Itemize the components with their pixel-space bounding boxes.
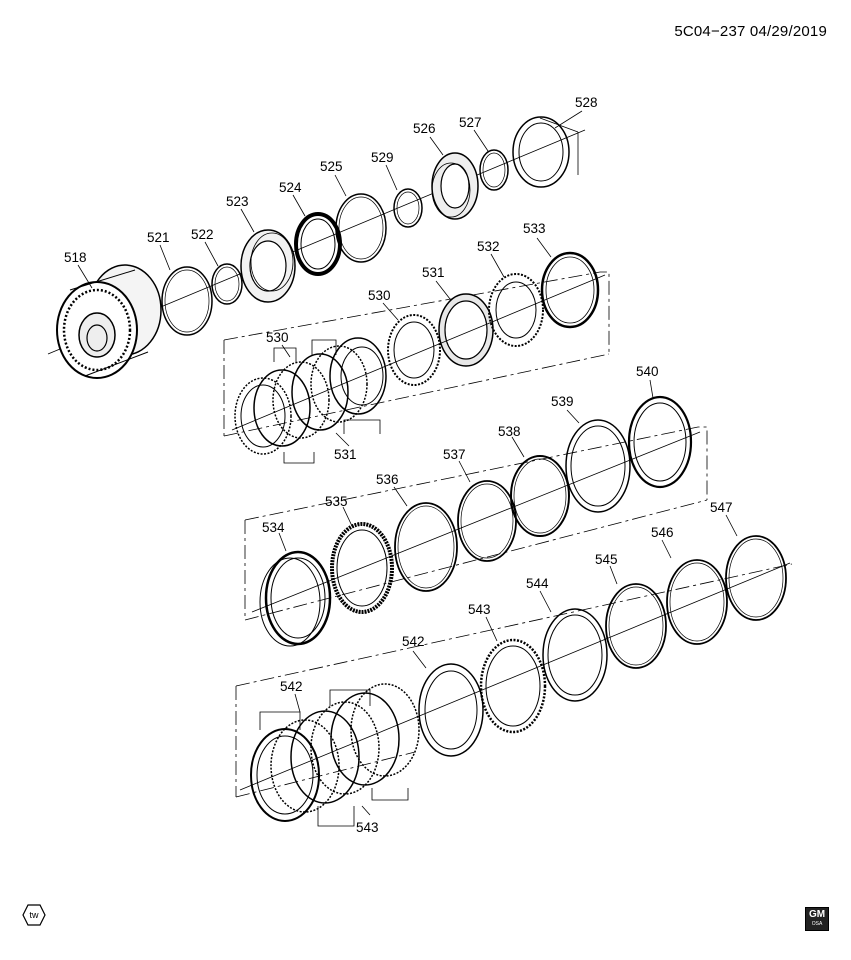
- callout-534: 534: [262, 520, 285, 535]
- callout-543-pack: 543: [356, 820, 379, 835]
- callout-532: 532: [477, 239, 500, 254]
- row4-callout-leaders: [294, 514, 738, 816]
- part-522-ring: [211, 263, 243, 305]
- part-524-seal: [294, 212, 342, 276]
- callout-523: 523: [226, 194, 249, 209]
- stacked-clutch-pack-530-531: [234, 337, 387, 464]
- callout-539: 539: [551, 394, 574, 409]
- part-547-ring: [725, 535, 787, 621]
- row3-callout-leaders: [278, 379, 654, 552]
- row3-frame: [244, 426, 708, 621]
- callout-535: 535: [325, 494, 348, 509]
- part-534-ring: [259, 550, 332, 647]
- row4-centerline: [239, 562, 791, 791]
- part-535-ring: [330, 522, 394, 614]
- part-532-plate: [488, 273, 544, 347]
- callout-527: 527: [459, 115, 482, 130]
- callout-530: 530: [368, 288, 391, 303]
- part-545-ring: [605, 583, 667, 669]
- row1-callout-leaders: [77, 110, 583, 289]
- callout-547: 547: [710, 500, 733, 515]
- gm-logo-text: GM: [808, 909, 826, 920]
- callout-529: 529: [371, 150, 394, 165]
- callout-542-pack: 542: [280, 679, 303, 694]
- callout-531-pack: 531: [334, 447, 357, 462]
- callout-536: 536: [376, 472, 399, 487]
- part-546-ring: [666, 559, 728, 645]
- row2-frame: [223, 271, 610, 437]
- callout-530-pack: 530: [266, 330, 289, 345]
- part-543-plate: [479, 638, 547, 734]
- callout-545: 545: [595, 552, 618, 567]
- callout-522: 522: [191, 227, 214, 242]
- callout-521: 521: [147, 230, 170, 245]
- callout-525: 525: [320, 159, 343, 174]
- part-527-ring: [479, 149, 509, 191]
- stacked-clutch-pack-542-543: [250, 683, 420, 827]
- part-533-plate: [540, 251, 600, 329]
- part-530-plate: [387, 314, 441, 386]
- document-id-date: 5C04−237 04/29/2019: [674, 23, 827, 40]
- callout-533: 533: [523, 221, 546, 236]
- part-542-plate: [418, 663, 484, 757]
- row4-frame: [235, 563, 793, 798]
- part-521-ring: [161, 266, 213, 336]
- gm-logo-subtext: OSA: [811, 921, 823, 927]
- callout-544: 544: [526, 576, 549, 591]
- gm-logo-icon: GM OSA: [805, 907, 829, 931]
- part-539-ring: [565, 419, 631, 513]
- row2-centerline: [231, 274, 606, 431]
- callout-542: 542: [402, 634, 425, 649]
- part-523-piston: [240, 229, 296, 303]
- part-544-plate: [542, 608, 608, 702]
- part-529-ring: [393, 188, 423, 228]
- part-531-friction-plate: [438, 293, 494, 367]
- callout-538: 538: [498, 424, 521, 439]
- hexagon-tw-icon: [22, 904, 46, 926]
- tw-badge-label: tw: [29, 910, 39, 920]
- part-538-ring: [510, 455, 570, 537]
- callout-546: 546: [651, 525, 674, 540]
- callout-543: 543: [468, 602, 491, 617]
- part-536-ring: [394, 502, 458, 592]
- part-526-piston: [431, 152, 479, 220]
- part-528-plate: [512, 116, 579, 188]
- part-525-ring: [335, 193, 387, 263]
- callout-526: 526: [413, 121, 436, 136]
- callout-540: 540: [636, 364, 659, 379]
- part-518-drum: [56, 264, 162, 379]
- row2-callout-leaders: [281, 237, 552, 447]
- callout-524: 524: [279, 180, 302, 195]
- callout-537: 537: [443, 447, 466, 462]
- callout-531: 531: [422, 265, 445, 280]
- callout-528: 528: [575, 95, 598, 110]
- callout-518: 518: [64, 250, 87, 265]
- part-537-ring: [457, 480, 517, 562]
- part-540-ring: [627, 395, 693, 489]
